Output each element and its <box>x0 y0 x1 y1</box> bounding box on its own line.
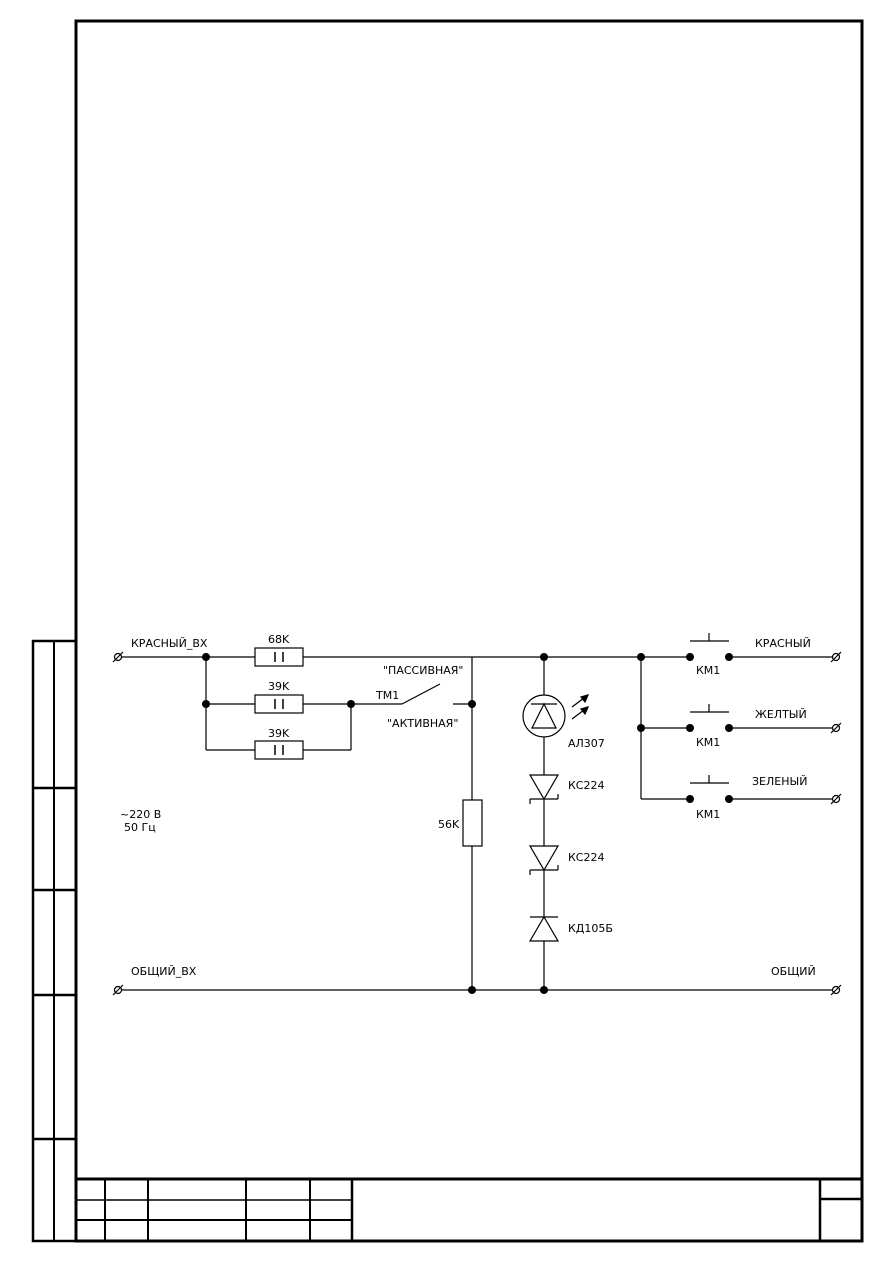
junction-dot <box>637 653 645 661</box>
terminal-yellow-out-icon <box>830 722 842 734</box>
label-contact-3: КМ1 <box>696 808 720 821</box>
label-output-common: ОБЩИЙ <box>771 965 816 978</box>
label-output-yellow: ЖЕЛТЫЙ <box>755 708 807 721</box>
title-block <box>76 1177 862 1241</box>
junction-dot <box>637 724 645 732</box>
label-switch-name: ТМ1 <box>375 689 399 702</box>
contact-km1-2-symbol <box>690 704 729 713</box>
label-switch-passive: "ПАССИВНАЯ" <box>383 664 464 677</box>
label-resistor-39k-b: 39K <box>268 727 290 740</box>
labels: КРАСНЫЙ_ВХ ОБЩИЙ_ВХ ~220 В 50 Гц 68K 39K… <box>120 633 816 978</box>
resistors <box>254 647 483 847</box>
contact-dot <box>686 653 694 661</box>
label-common-input: ОБЩИЙ_ВХ <box>131 965 197 978</box>
terminal-red-out-icon <box>830 651 842 663</box>
contacts <box>690 633 729 784</box>
contact-dot <box>686 724 694 732</box>
switch-blade <box>401 683 441 705</box>
terminal-red-in-icon <box>112 651 124 663</box>
label-resistor-56k: 56K <box>438 818 460 831</box>
terminals <box>112 651 842 996</box>
label-output-green: ЗЕЛЕНЫЙ <box>752 775 807 788</box>
label-led: АЛ307 <box>568 737 605 750</box>
terminal-green-out-icon <box>830 793 842 805</box>
junction-dot <box>202 653 210 661</box>
junction-dot <box>468 986 476 994</box>
label-resistor-68k: 68K <box>268 633 290 646</box>
junction-dot <box>468 700 476 708</box>
semiconductors <box>522 694 590 942</box>
label-switch-active: "АКТИВНАЯ" <box>387 717 458 730</box>
zener-kc224-2-symbol <box>528 845 560 875</box>
terminal-common-out-icon <box>830 984 842 996</box>
resistor-56k-symbol <box>462 799 483 847</box>
label-contact-1: КМ1 <box>696 664 720 677</box>
zener-kc224-1-symbol <box>528 774 560 804</box>
label-zener-2: КС224 <box>568 851 605 864</box>
contact-dot <box>725 724 733 732</box>
contact-km1-1-symbol <box>690 633 729 642</box>
label-zener-1: КС224 <box>568 779 605 792</box>
contact-dot <box>686 795 694 803</box>
resistor-39k-b-symbol <box>254 740 304 760</box>
junctions <box>202 653 733 994</box>
label-supply-voltage: ~220 В <box>120 808 161 821</box>
contact-dot <box>725 795 733 803</box>
contact-km1-3-symbol <box>690 775 729 784</box>
label-supply-frequency: 50 Гц <box>124 821 156 834</box>
wires <box>118 656 836 991</box>
drawing-frame <box>31 19 864 1243</box>
terminal-common-in-icon <box>112 984 124 996</box>
junction-dot <box>540 653 548 661</box>
resistor-68k-symbol <box>254 647 304 667</box>
label-resistor-39k-a: 39K <box>268 680 290 693</box>
junction-dot <box>202 700 210 708</box>
led-al307-symbol <box>522 694 590 738</box>
resistor-39k-a-symbol <box>254 694 304 714</box>
junction-dot <box>347 700 355 708</box>
contact-dot <box>725 653 733 661</box>
label-output-red: КРАСНЫЙ <box>755 637 811 650</box>
side-stamp-strip <box>31 639 78 1243</box>
diode-kd105b-symbol <box>528 915 560 942</box>
junction-dot <box>540 986 548 994</box>
label-red-input: КРАСНЫЙ_ВХ <box>131 637 208 650</box>
label-contact-2: КМ1 <box>696 736 720 749</box>
label-diode: КД105Б <box>568 922 613 935</box>
